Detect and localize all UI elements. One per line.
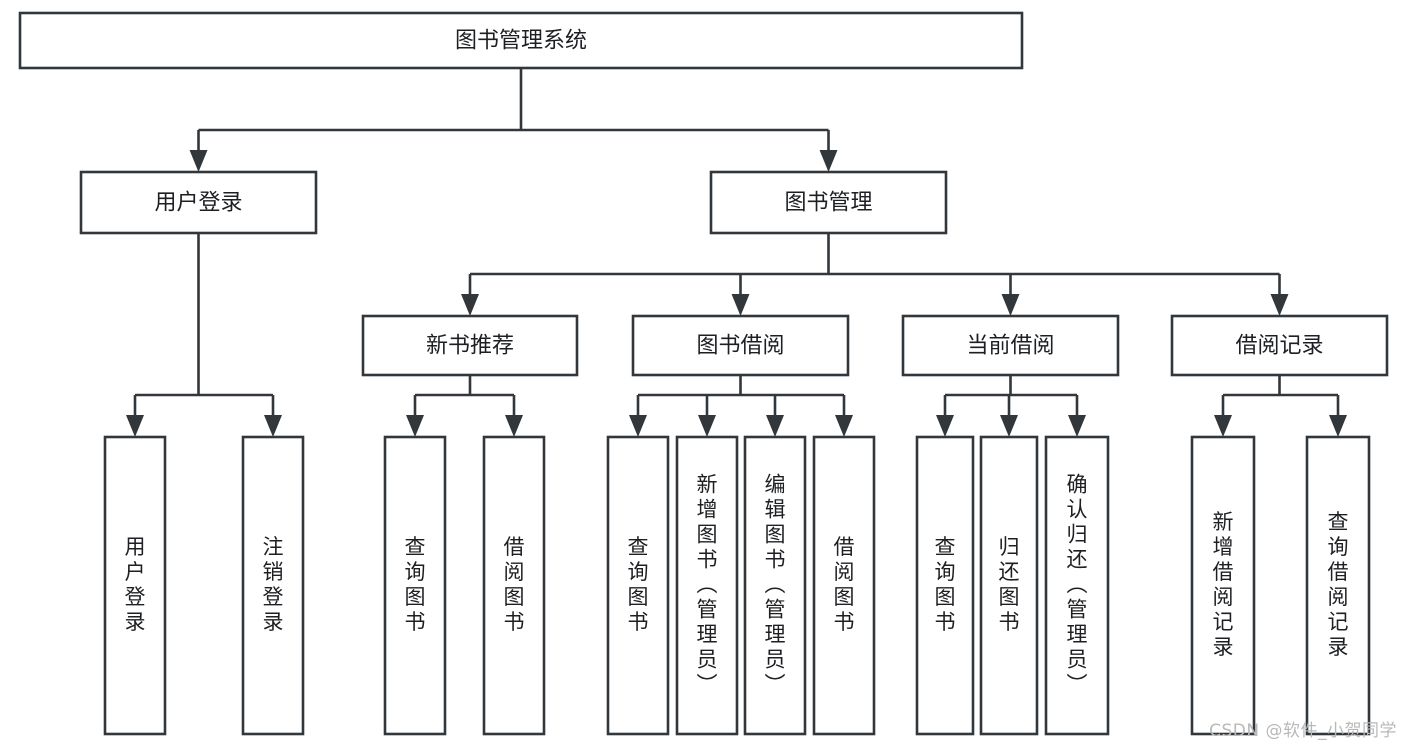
node-label: 编辑图书︵管理员︶ — [765, 473, 786, 697]
arrow-icon — [264, 415, 282, 437]
node-label: 用户登录 — [125, 535, 146, 634]
arrow-icon — [1068, 415, 1086, 437]
node-leaf-logout[interactable]: 注销登录 — [241, 435, 305, 736]
node-label: 新增借阅记录 — [1213, 510, 1234, 659]
node-label: 借阅图书 — [834, 535, 855, 634]
node-borrow-record[interactable]: 借阅记录 — [1170, 314, 1389, 377]
node-leaf-return-book[interactable]: 归还图书 — [979, 435, 1039, 736]
connector-group-current-borrow — [936, 375, 1086, 437]
arrow-icon — [835, 415, 853, 437]
node-leaf-query-book-borrow[interactable]: 查询图书 — [606, 435, 670, 736]
node-book-borrow[interactable]: 图书借阅 — [631, 314, 850, 377]
node-new-book-rec[interactable]: 新书推荐 — [361, 314, 579, 377]
node-label: 用户登录 — [154, 191, 242, 216]
node-label: 图书管理 — [784, 191, 872, 216]
arrow-icon — [1000, 415, 1018, 437]
connector-group-new-book-rec — [406, 375, 523, 437]
arrow-icon — [461, 294, 479, 316]
node-user-login[interactable]: 用户登录 — [79, 170, 318, 235]
arrow-icon — [819, 150, 838, 172]
node-book-manage[interactable]: 图书管理 — [709, 170, 948, 235]
arrow-icon — [1001, 294, 1020, 316]
node-label: 借阅图书 — [504, 535, 525, 634]
arrow-icon — [505, 415, 523, 437]
node-label: 图书管理系统 — [455, 29, 587, 54]
node-leaf-query-book-rec[interactable]: 查询图书 — [383, 435, 447, 736]
node-label: 查询图书 — [935, 535, 956, 634]
connector-group-root — [189, 68, 838, 172]
node-leaf-edit-book[interactable]: 编辑图书︵管理员︶ — [743, 435, 807, 736]
arrow-icon — [731, 294, 750, 316]
arrow-icon — [698, 415, 716, 437]
node-label: 新书推荐 — [426, 334, 514, 359]
node-leaf-borrow-book-rec[interactable]: 借阅图书 — [482, 435, 546, 736]
node-current-borrow[interactable]: 当前借阅 — [901, 314, 1120, 377]
node-label: 新增图书︵管理员︶ — [697, 473, 718, 697]
arrow-icon — [126, 415, 144, 437]
node-root[interactable]: 图书管理系统 — [18, 11, 1024, 70]
node-leaf-confirm-return[interactable]: 确认归还︵管理员︶ — [1044, 435, 1110, 736]
arrow-icon — [629, 415, 647, 437]
arrow-icon — [1270, 294, 1289, 316]
node-leaf-add-record[interactable]: 新增借阅记录 — [1190, 435, 1256, 736]
connector-group-borrow-record — [1214, 375, 1347, 437]
node-label: 确认归还︵管理员︶ — [1067, 473, 1088, 697]
node-leaf-user-login[interactable]: 用户登录 — [103, 435, 167, 736]
node-label: 查询图书 — [405, 535, 426, 634]
edge-layer — [126, 68, 1347, 437]
arrow-icon — [1214, 415, 1232, 437]
connector-group-book-borrow — [629, 375, 853, 437]
arrow-icon — [406, 415, 424, 437]
arrow-icon — [766, 415, 784, 437]
node-label: 查询借阅记录 — [1328, 510, 1349, 659]
arrow-icon — [189, 150, 208, 172]
node-label: 查询图书 — [628, 535, 649, 634]
connector-group-book-manage — [461, 233, 1289, 316]
node-label: 归还图书 — [999, 535, 1020, 634]
arrow-icon — [1329, 415, 1347, 437]
node-label: 借阅记录 — [1235, 334, 1323, 359]
node-label: 图书借阅 — [696, 334, 784, 359]
node-label: 当前借阅 — [966, 334, 1054, 359]
node-layer: 图书管理系统用户登录图书管理新书推荐图书借阅当前借阅借阅记录用户登录注销登录查询… — [18, 11, 1389, 736]
node-leaf-query-book-current[interactable]: 查询图书 — [915, 435, 975, 736]
arrow-icon — [936, 415, 954, 437]
node-label: 注销登录 — [263, 535, 284, 634]
connector-group-user-login — [126, 233, 282, 437]
node-leaf-query-record[interactable]: 查询借阅记录 — [1305, 435, 1371, 736]
node-leaf-add-book[interactable]: 新增图书︵管理员︶ — [675, 435, 739, 736]
node-leaf-borrow-book[interactable]: 借阅图书 — [812, 435, 876, 736]
